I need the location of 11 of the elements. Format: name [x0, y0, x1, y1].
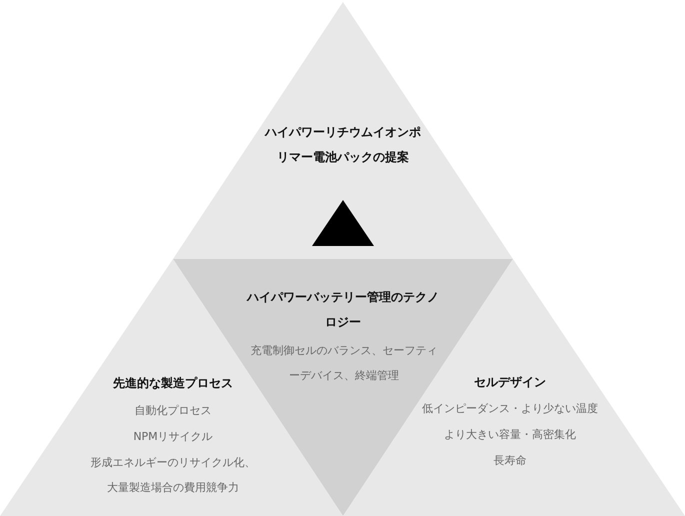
- body-text: 長寿命: [492, 453, 528, 469]
- heading: ハイパワーリチウムイオンポリマー電池パックの提案: [264, 124, 422, 166]
- body-text: 充電制御セルのバランス、セーフティーデバイス、終端管理: [250, 343, 438, 384]
- heading: 先進的な製造プロセス: [112, 375, 234, 392]
- heading: セルデザイン: [473, 374, 547, 391]
- body-text: 形成エネルギーのリサイクル化、大量製造場合の費用競争力: [90, 455, 256, 496]
- body-text: 低インピーダンス・より少ない温度: [421, 401, 599, 417]
- body-text: NPMリサイクル: [132, 429, 214, 445]
- heading: ハイパワーバッテリー管理のテクノロジー: [246, 289, 440, 331]
- body-text: より大きい容量・高密集化: [443, 427, 577, 443]
- body-text: 自動化プロセス: [134, 403, 212, 419]
